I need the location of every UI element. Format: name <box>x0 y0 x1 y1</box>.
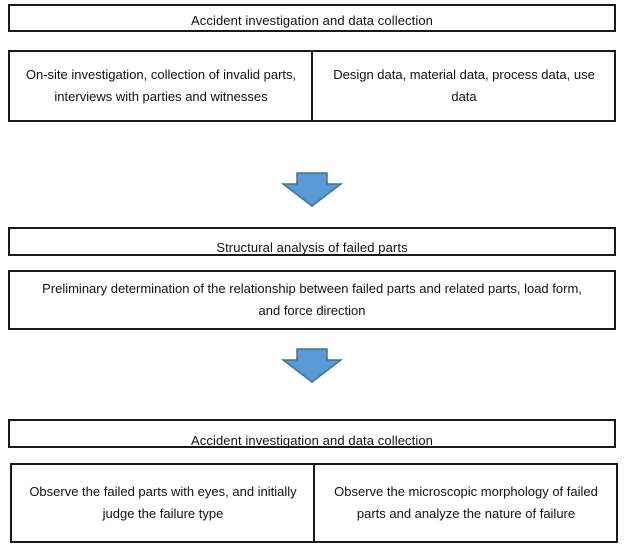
stage2-body-box: Preliminary determination of the relatio… <box>8 270 616 330</box>
stage2-title-box: Structural analysis of failed parts <box>8 227 616 256</box>
stage1-left-text: On-site investigation, collection of inv… <box>25 67 297 104</box>
stage1-title-box: Accident investigation and data collecti… <box>8 4 616 32</box>
down-arrow-shape <box>281 172 343 207</box>
stage1-title: Accident investigation and data collecti… <box>191 12 433 28</box>
stage2-title: Structural analysis of failed parts <box>216 240 408 255</box>
stage3-title-box: Accident investigation and data collecti… <box>8 419 616 448</box>
stage3-details-box: Observe the failed parts with eyes, and … <box>10 463 618 543</box>
stage1-left-cell: On-site investigation, collection of inv… <box>10 52 312 120</box>
stage3-right-cell: Observe the microscopic morphology of fa… <box>316 465 616 541</box>
stage3-left-cell: Observe the failed parts with eyes, and … <box>12 465 314 541</box>
stage3-left-text: Observe the failed parts with eyes, and … <box>29 484 297 521</box>
stage3-right-text: Observe the microscopic morphology of fa… <box>334 484 598 521</box>
stage3-title: Accident investigation and data collecti… <box>191 433 433 448</box>
down-arrow-icon <box>281 348 343 383</box>
stage3-divider <box>313 465 315 541</box>
stage1-right-cell: Design data, material data, process data… <box>314 52 614 120</box>
stage1-right-text: Design data, material data, process data… <box>333 67 595 104</box>
down-arrow-shape <box>281 348 343 383</box>
stage1-divider <box>311 52 313 120</box>
stage2-body-text: Preliminary determination of the relatio… <box>42 281 582 318</box>
down-arrow-icon <box>281 172 343 207</box>
stage1-details-box: On-site investigation, collection of inv… <box>8 50 616 122</box>
